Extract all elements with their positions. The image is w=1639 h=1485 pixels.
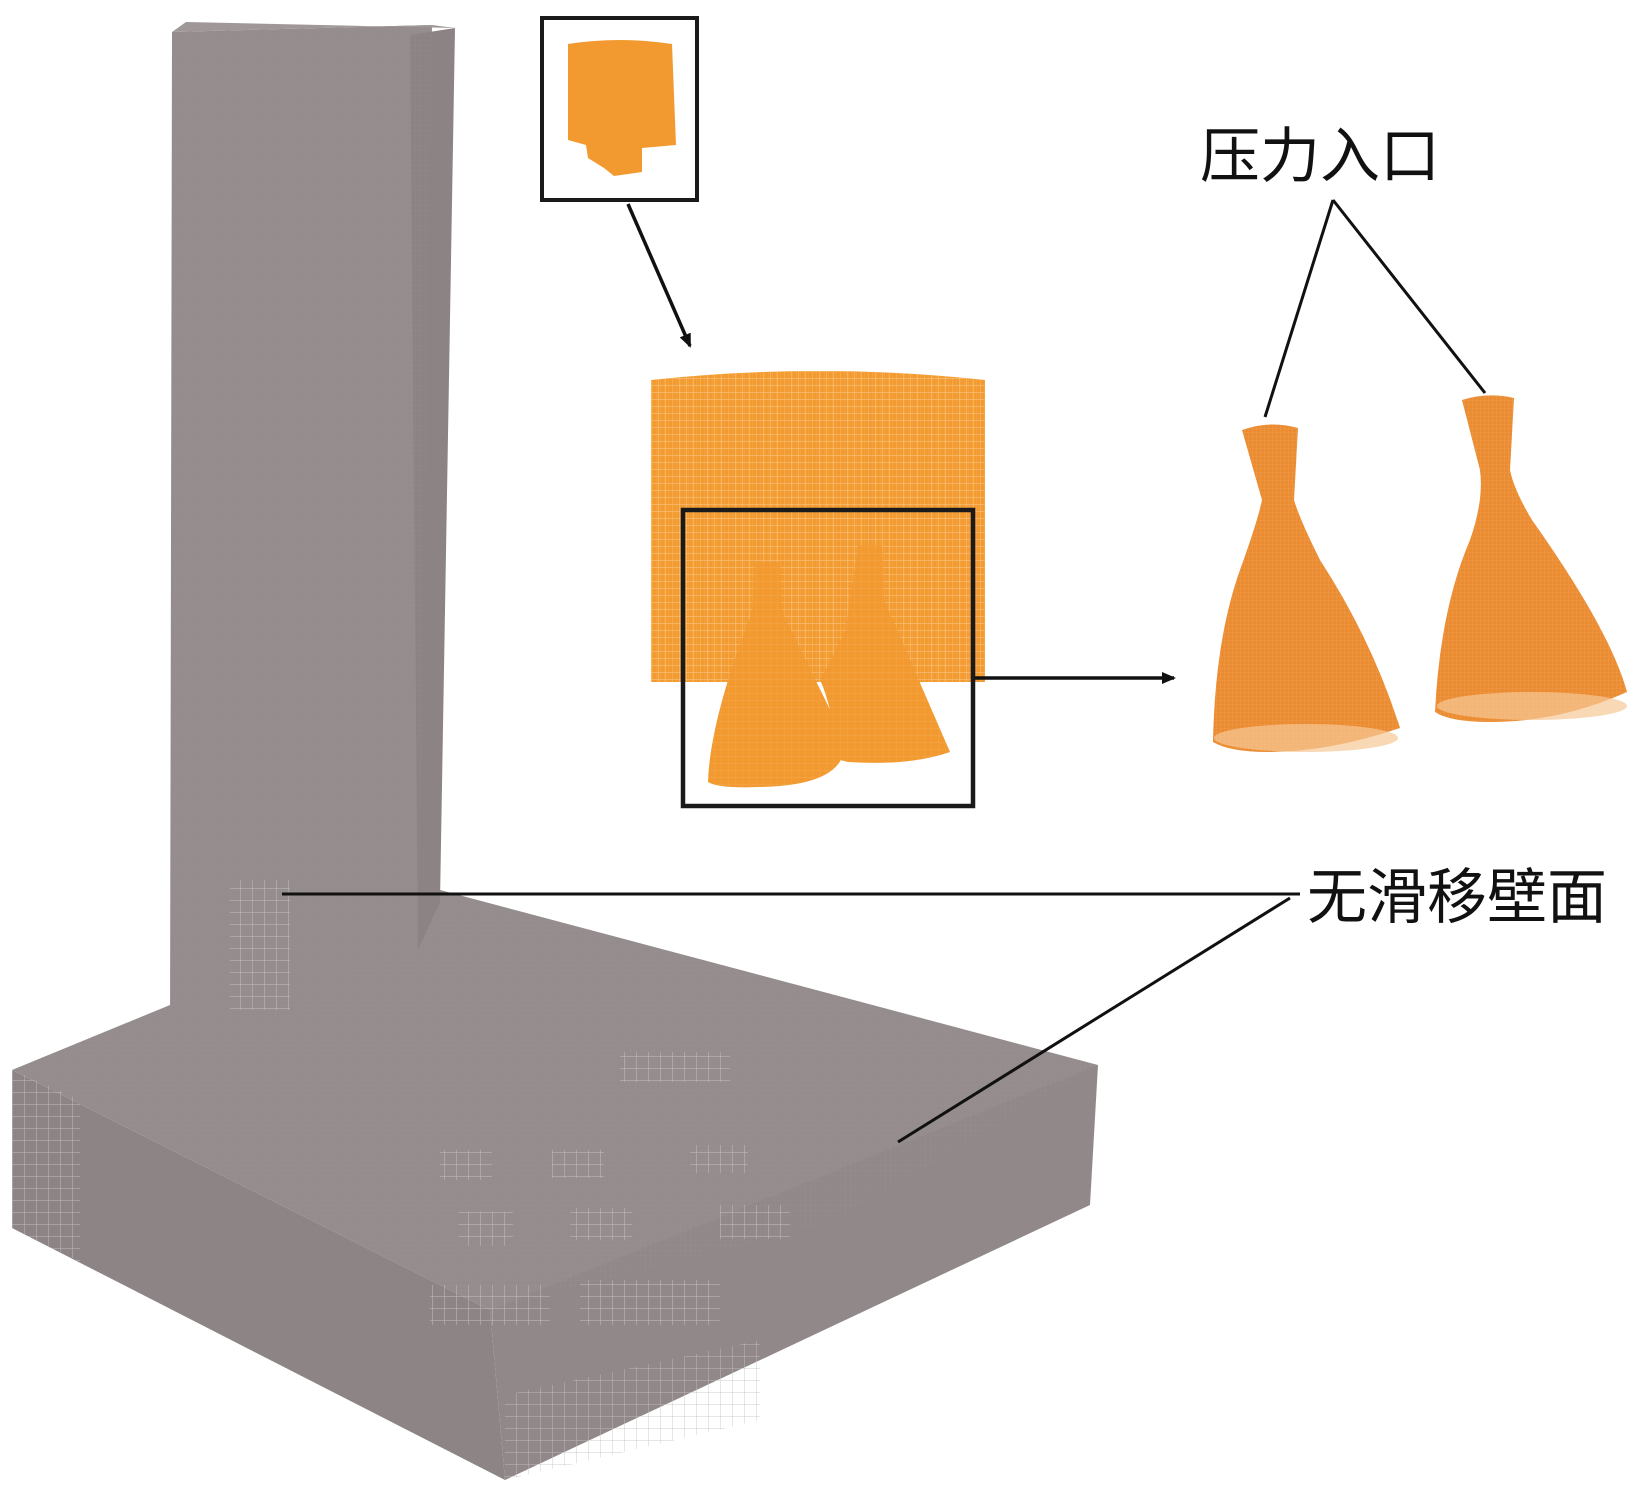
pressure-inlet-leader-left [1263, 199, 1335, 418]
arrow-to-cylinder [626, 203, 692, 348]
pressure-inlet-annotation: 压力入口 [1200, 122, 1487, 418]
nozzle-zoom-frame [680, 507, 976, 809]
tower-mesh [170, 25, 432, 1040]
nozzle-right-large-mesh [1435, 395, 1627, 722]
mesh-domain [12, 22, 1098, 1480]
nozzle-small-mesh [708, 545, 950, 788]
enlarged-nozzles [1213, 395, 1627, 752]
slab-left-mesh [12, 1070, 80, 1262]
nozzle-right-exit [1437, 692, 1627, 720]
nozzle-left-large-mesh [1213, 424, 1400, 752]
cylinder-mesh [651, 371, 985, 809]
no-slip-wall-label: 无滑移壁面 [1307, 863, 1607, 933]
no-slip-wall-leader-slab [897, 896, 1291, 1144]
no-slip-wall-annotation: 无滑移壁面 [282, 863, 1607, 1144]
pressure-inlet-leader-right [1331, 199, 1487, 394]
tower-top-face [172, 22, 455, 32]
rocket-silhouette [568, 40, 676, 176]
cylinder-vlines [651, 371, 985, 682]
pressure-inlet-label: 压力入口 [1200, 122, 1440, 192]
slab-left-face [12, 1070, 505, 1480]
nozzle-left-exit [1214, 724, 1398, 752]
slab-mesh-patches [230, 880, 790, 1325]
slab-front-mesh [505, 1340, 760, 1480]
rocket-inset [540, 16, 699, 202]
